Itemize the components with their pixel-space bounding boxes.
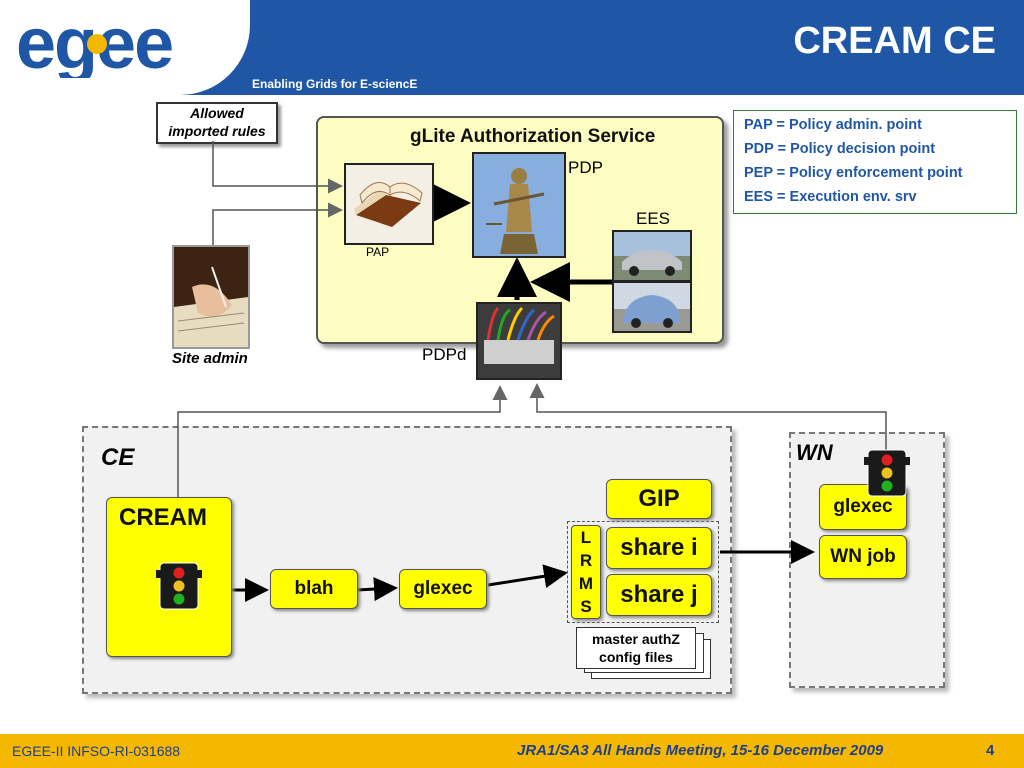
car-icon <box>614 232 690 280</box>
header-subtitle: Enabling Grids for E-sciencE <box>252 77 418 91</box>
share-j-box: share j <box>606 574 712 616</box>
pap-label: PAP <box>366 245 390 259</box>
lrms-group <box>567 521 719 623</box>
legend-line-pep: PEP = Policy enforcement point <box>744 165 963 181</box>
share-j-label: share j <box>620 581 698 608</box>
lrms-letter-s: S <box>580 597 592 616</box>
connector-cream-to-pdpd <box>177 385 508 565</box>
legend-box: PAP = Policy admin. point PDP = Policy d… <box>733 110 1017 214</box>
site-admin-label: Site admin <box>172 350 248 367</box>
connector-wn-to-pdpd <box>529 383 887 452</box>
glexec-wn-label: glexec <box>833 496 893 517</box>
allowed-imported-rules-box: Allowed imported rules <box>156 102 278 144</box>
traffic-light-icon <box>156 562 202 610</box>
book-icon <box>354 182 423 227</box>
blah-box: blah <box>270 569 358 609</box>
share-i-box: share i <box>606 527 712 569</box>
connector-admin-to-pap <box>212 202 343 245</box>
wn-job-box: WN job <box>819 535 907 579</box>
authz-service-title: gLite Authorization Service <box>410 126 656 147</box>
master-authz-line-1: master authZ <box>592 631 680 647</box>
wn-label: WN <box>796 440 833 465</box>
cable-connector-icon <box>478 304 560 378</box>
share-i-label: share i <box>620 534 698 561</box>
car-icon <box>614 283 690 331</box>
justice-statue-icon <box>474 154 564 256</box>
site-admin-image <box>172 245 250 349</box>
footer-meeting: JRA1/SA3 All Hands Meeting, 15-16 Decemb… <box>517 742 884 759</box>
glexec-ce-box: glexec <box>399 569 487 609</box>
pdpd-label: PDPd <box>422 345 467 364</box>
allowed-rules-line-2: imported rules <box>168 123 266 139</box>
pdpd-image <box>476 302 562 380</box>
lrms-letter-l: L <box>580 528 592 547</box>
pdp-label: PDP <box>568 158 603 177</box>
gip-label: GIP <box>638 485 680 512</box>
connector-blah-to-glexec <box>356 577 398 602</box>
blah-label: blah <box>294 578 334 599</box>
master-authz-line-2: config files <box>599 649 673 665</box>
legend-line-ees: EES = Execution env. srv <box>744 189 917 205</box>
glexec-ce-label: glexec <box>413 578 473 599</box>
ees-label: EES <box>636 209 671 228</box>
wn-job-label: WN job <box>830 546 896 567</box>
pap-book-image <box>344 163 434 245</box>
connector-glexec-to-lrms <box>487 564 568 589</box>
lrms-box: L R M S <box>571 525 601 619</box>
glexec-wn-box: glexec <box>819 484 907 530</box>
lrms-letter-r: R <box>579 551 593 570</box>
ees-car-image-1 <box>612 230 692 282</box>
legend-line-pap: PAP = Policy admin. point <box>744 117 922 133</box>
pdp-statue-image <box>472 152 566 258</box>
ce-label: CE <box>101 444 135 471</box>
master-authz-config-box: master authZ config files <box>576 627 696 669</box>
slide-title: CREAM CE <box>793 20 996 62</box>
lrms-letter-m: M <box>578 574 594 593</box>
gip-box: GIP <box>606 479 712 519</box>
logo-background <box>0 0 250 95</box>
footer-page-number: 4 <box>986 742 995 759</box>
connector-rules-to-pap <box>212 141 343 194</box>
footer-band <box>0 734 1024 768</box>
egee-logo: egee <box>16 8 174 78</box>
writing-hand-icon <box>174 247 248 347</box>
allowed-rules-line-1: Allowed <box>190 105 244 121</box>
cream-label: CREAM <box>119 504 207 531</box>
ees-car-image-2 <box>612 281 692 333</box>
legend-line-pdp: PDP = Policy decision point <box>744 141 936 157</box>
traffic-light-icon <box>864 449 910 497</box>
footer-project-id: EGEE-II INFSO-RI-031688 <box>12 743 181 759</box>
